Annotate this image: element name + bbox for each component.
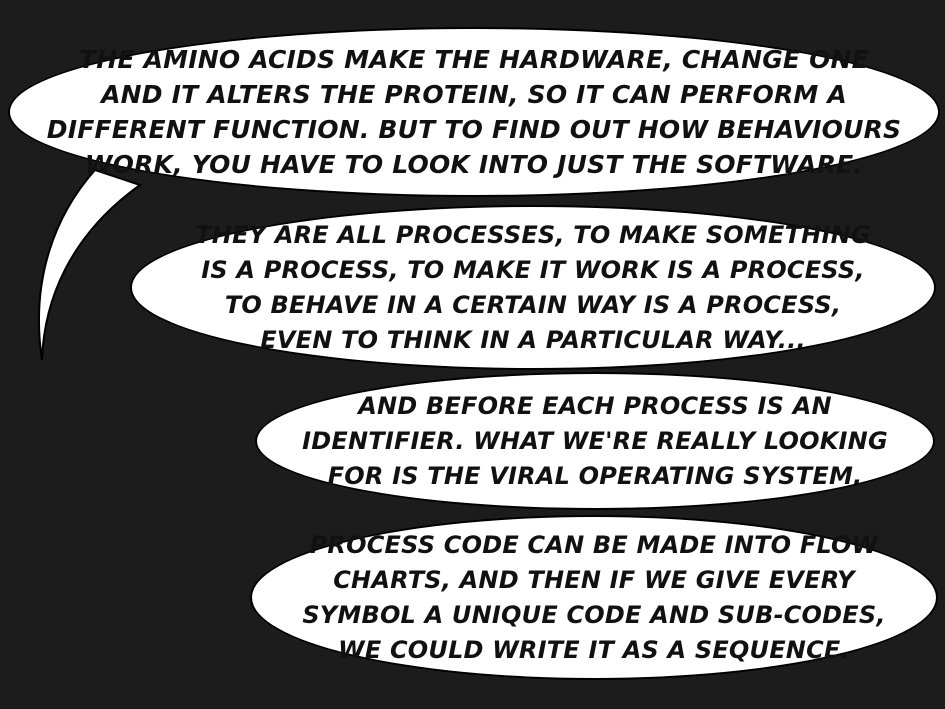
speech-bubble-1-line-1: The amino acids make the hardware, chang… <box>79 45 869 74</box>
speech-bubble-1: The amino acids make the hardware, chang… <box>8 27 940 197</box>
speech-bubble-3-line-3: for is the viral operating system. <box>327 461 863 490</box>
speech-bubble-4-line-2: charts, and then if we give every <box>333 565 855 594</box>
speech-bubble-3-text: And before each process is an identifier… <box>302 389 888 494</box>
speech-bubble-2-line-1: They are all processes, to make somethin… <box>195 220 871 249</box>
speech-bubble-4-line-4: we could write it as a sequence. <box>338 635 850 664</box>
speech-bubble-4-line-3: symbol a unique code and sub-codes, <box>302 600 886 629</box>
speech-bubble-2-line-3: to behave in a certain way is a process, <box>224 290 842 319</box>
speech-bubble-1-line-2: and it alters the protein, so it can per… <box>101 80 847 109</box>
speech-bubble-2-text: They are all processes, to make somethin… <box>195 218 871 358</box>
speech-bubble-3: And before each process is an identifier… <box>255 372 935 510</box>
speech-bubble-3-line-2: identifier. What we're really looking <box>302 426 888 455</box>
speech-bubble-4: Process code can be made into flow chart… <box>250 515 938 680</box>
speech-bubble-4-line-1: Process code can be made into flow <box>309 530 879 559</box>
speech-bubble-2: They are all processes, to make somethin… <box>130 205 936 370</box>
speech-bubble-3-line-1: And before each process is an <box>358 391 832 420</box>
speech-bubble-4-text: Process code can be made into flow chart… <box>302 528 885 668</box>
speech-bubble-1-line-3: different function. But to find out how … <box>46 115 902 144</box>
speech-bubble-2-line-4: even to think in a particular way... <box>260 325 806 354</box>
speech-bubble-1-line-4: work, you have to look into just the sof… <box>84 150 864 179</box>
speech-bubble-2-line-2: is a process, to make it work is a proce… <box>201 255 865 284</box>
speech-bubble-1-text: The amino acids make the hardware, chang… <box>47 42 901 182</box>
